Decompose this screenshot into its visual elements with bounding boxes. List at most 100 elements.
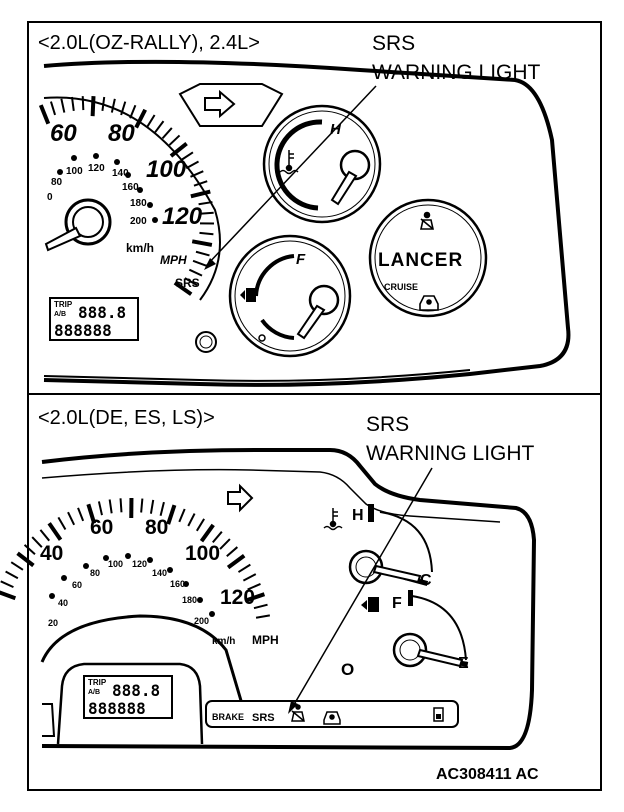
bottom-odometer-trip: 888.8	[112, 681, 160, 700]
top-badge-gauge: LANCER CRUISE	[368, 198, 488, 318]
top-kmh-tick-120: 120	[88, 163, 105, 174]
top-speedo-tick-mark	[90, 96, 96, 117]
bottom-cluster-housing	[41, 448, 537, 751]
bottom-speedo-tick-mark	[199, 523, 215, 543]
bottom-speedo-tick-mark	[47, 522, 63, 541]
figure-code: AC308411 AC	[436, 766, 539, 783]
bottom-speedo-tick-mark	[166, 504, 177, 525]
top-speedo-tick-mark	[190, 170, 204, 178]
top-speedo-tick-mark	[173, 281, 193, 296]
bottom-speedo-tick-mark	[159, 501, 165, 516]
bottom-speedo-tick-mark	[219, 538, 231, 550]
fuel-low-icon-bottom	[433, 707, 444, 722]
top-callout-leader	[205, 85, 377, 267]
bottom-speedo-tick-mark	[86, 503, 97, 524]
bottom-speedo-tick-mark	[57, 516, 67, 530]
bottom-speedo-tick-mark	[0, 580, 14, 589]
top-speedo-tick-mark	[70, 96, 75, 112]
bottom-indicator-strip	[205, 700, 459, 728]
bottom-speedo-tick-mark	[195, 518, 205, 532]
bottom-speedo-tick-mark	[226, 553, 246, 570]
top-speedo-tick-mark	[199, 231, 214, 236]
top-mph-tick-60: 60	[50, 120, 77, 147]
bottom-left-knob-housing	[42, 703, 56, 737]
top-speedo-tick-mark	[154, 120, 165, 133]
bottom-panel-heading: <2.0L(DE, ES, LS)>	[38, 407, 215, 429]
bottom-temp-cold: C	[420, 572, 432, 589]
top-speedo-tick-mark	[101, 96, 106, 112]
bottom-temp-needle	[372, 564, 422, 584]
top-kmh-tick-100: 100	[66, 166, 83, 177]
bottom-callout-line1: SRS	[366, 413, 409, 436]
top-mph-tick-120: 120	[162, 203, 203, 230]
bottom-kmh-tick-200: 200	[194, 616, 209, 626]
top-speedo-tick-mark	[81, 96, 85, 111]
bottom-speedo-tick-mark	[119, 498, 123, 513]
bottom-unit-mph: MPH	[252, 633, 279, 647]
bottom-panel: <2.0L(DE, ES, LS)> SRS WARNING LIGHT 40 …	[0, 407, 539, 783]
top-cruise-label: CRUISE	[384, 282, 418, 292]
top-speedo-tick-mark	[193, 180, 208, 187]
top-speedo-tick-mark	[188, 268, 203, 277]
bottom-mph-tick-60: 60	[90, 516, 113, 539]
bottom-mph-tick-100: 100	[185, 542, 220, 565]
top-panel: <2.0L(OZ-RALLY), 2.4L> SRS WARNING LIGHT…	[38, 32, 571, 387]
top-fuel-gauge: F	[228, 234, 352, 358]
top-speedo-tick-mark	[38, 104, 51, 125]
bottom-speedo-tick-mark	[212, 531, 223, 544]
bottom-odometer-hood	[40, 614, 244, 705]
top-speedo-ticks	[38, 96, 215, 296]
bottom-kmh-tick-40: 40	[58, 598, 68, 608]
bottom-speedo-tick-mark	[140, 498, 144, 513]
bottom-indicator-brake: BRAKE	[212, 712, 244, 722]
bottom-temp-hot: H	[352, 507, 364, 524]
top-speedo-tick-mark	[191, 239, 213, 247]
bottom-speedo-ticks	[0, 497, 271, 619]
turn-signal-arrow-icon	[204, 89, 236, 119]
bottom-callout-leader	[291, 467, 433, 709]
bottom-speedo-tick-mark	[242, 573, 257, 582]
top-cluster-lower-trim	[43, 369, 471, 382]
bottom-reset-knob-icon: O	[341, 660, 354, 679]
top-brand-badge: LANCER	[378, 250, 463, 271]
top-fuel-full: F	[296, 251, 306, 268]
bottom-mph-tick-40: 40	[40, 542, 63, 565]
door-ajar-icon	[419, 295, 439, 311]
top-kmh-tick-80: 80	[51, 177, 63, 188]
bottom-speedo-tick-mark	[226, 546, 239, 557]
bottom-speedo-tick-mark	[149, 499, 155, 514]
bottom-speedo-tick-mark	[67, 511, 76, 526]
top-fuel-needle	[296, 304, 326, 340]
bottom-kmh-tick-180: 180	[182, 595, 197, 605]
top-odometer-trip: 888.8	[78, 303, 126, 322]
seatbelt-icon-bottom	[291, 704, 305, 722]
bottom-indicator-srs: SRS	[252, 712, 275, 724]
bottom-speedo-tick-mark	[255, 614, 271, 619]
bottom-kmh-tick-160: 160	[170, 579, 185, 589]
bottom-speedo-tick-mark	[39, 529, 51, 542]
top-speedo-tick-mark	[161, 127, 173, 140]
top-speedo-tick-mark	[168, 134, 181, 146]
bottom-fuel-full: F	[392, 595, 402, 612]
top-temp-needle	[330, 170, 358, 206]
bottom-kmh-tick-60: 60	[72, 580, 82, 590]
bottom-mph-tick-80: 80	[145, 516, 168, 539]
bottom-kmh-tick-120: 120	[132, 559, 147, 569]
top-kmh-tick-0: 0	[47, 192, 53, 203]
top-temp-scale-arc	[274, 119, 323, 211]
bottom-fuel-needle	[416, 648, 464, 668]
bottom-odometer-display	[83, 675, 173, 719]
bottom-speedo-tick-mark	[23, 544, 36, 555]
top-mph-tick-100: 100	[146, 156, 187, 183]
seatbelt-icon	[420, 211, 434, 230]
top-callout-arrowhead	[204, 258, 216, 270]
turn-signal-arrow-icon-bottom	[227, 483, 254, 513]
top-speedo-tick-mark	[60, 98, 66, 113]
top-kmh-dots	[57, 153, 158, 223]
top-speedo-tick-mark	[184, 277, 198, 287]
top-speedo-needle	[44, 226, 82, 252]
top-turn-indicator-housing	[178, 83, 284, 127]
top-speedo-tick-mark	[134, 108, 147, 129]
